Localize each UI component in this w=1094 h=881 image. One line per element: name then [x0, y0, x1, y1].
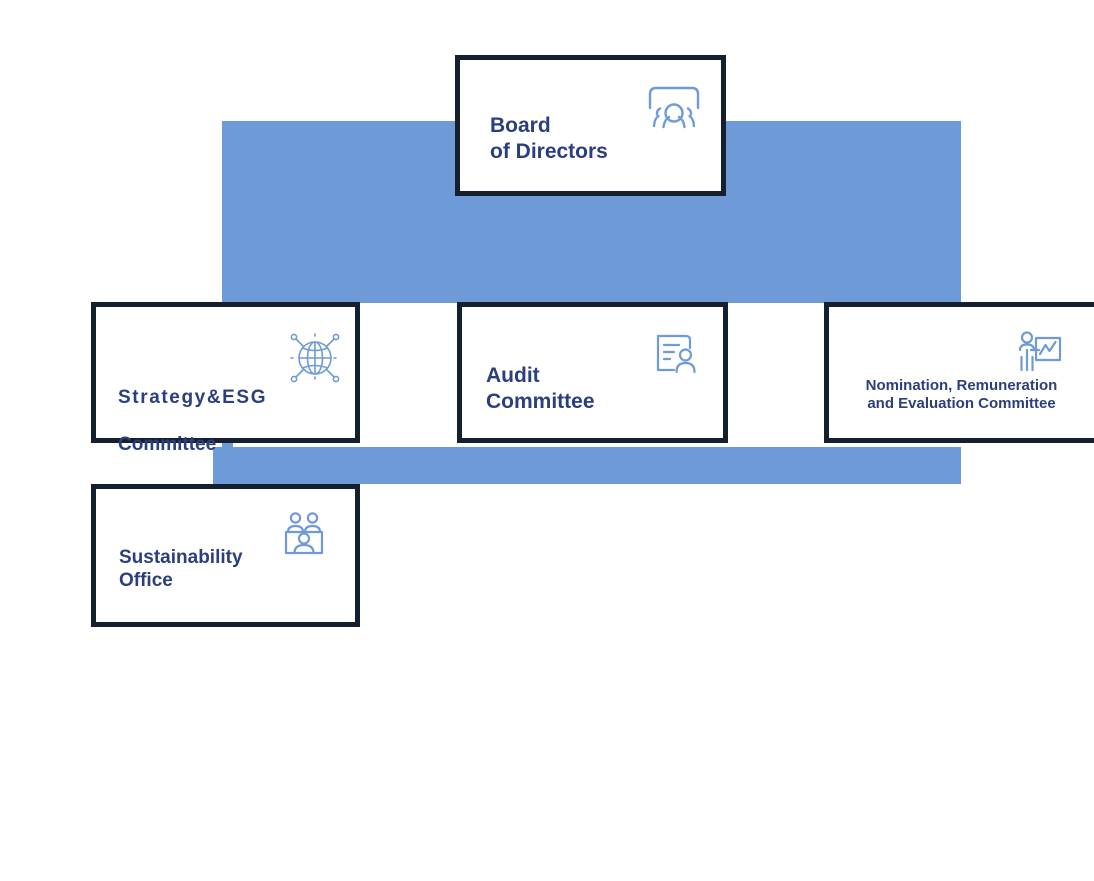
card-sustain-title: Sustainability Office: [119, 547, 243, 592]
presenter-chart-icon: [1015, 330, 1065, 381]
card-board-title: Board of Directors: [490, 114, 608, 163]
globe-network-icon: [284, 327, 346, 394]
card-strategy-title-line1: Strategy&ESG: [118, 387, 268, 409]
card-board-of-directors[interactable]: Board of Directors: [455, 55, 726, 196]
card-strategy-esg-committee[interactable]: Strategy&ESG Committee: [91, 302, 360, 455]
connector-board-to-audit: [592, 186, 597, 308]
group-of-people-icon: [645, 82, 703, 143]
connector-band-lower: [213, 447, 961, 484]
card-nomination-inner: Nomination, Remuneration and Evaluation …: [829, 307, 1094, 438]
card-strategy-title-line2: Committee: [118, 433, 217, 455]
card-audit-title: Audit Committee: [486, 364, 595, 413]
card-sustain-inner: Sustainability Office: [96, 489, 355, 622]
card-sustainability-office[interactable]: Sustainability Office: [91, 484, 360, 627]
people-at-desk-icon: [281, 511, 327, 566]
card-audit-inner: Audit Committee: [462, 307, 723, 438]
document-person-icon: [652, 330, 702, 385]
card-audit-committee[interactable]: Audit Committee: [457, 302, 728, 443]
card-strategy-title: Strategy&ESG Committee: [118, 363, 267, 456]
card-board-inner: Board of Directors: [460, 60, 721, 191]
card-strategy-inner: Strategy&ESG Committee: [96, 307, 355, 455]
card-nomination-title: Nomination, Remuneration and Evaluation …: [865, 377, 1058, 413]
card-nomination-remuneration-evaluation-committee[interactable]: Nomination, Remuneration and Evaluation …: [824, 302, 1094, 443]
